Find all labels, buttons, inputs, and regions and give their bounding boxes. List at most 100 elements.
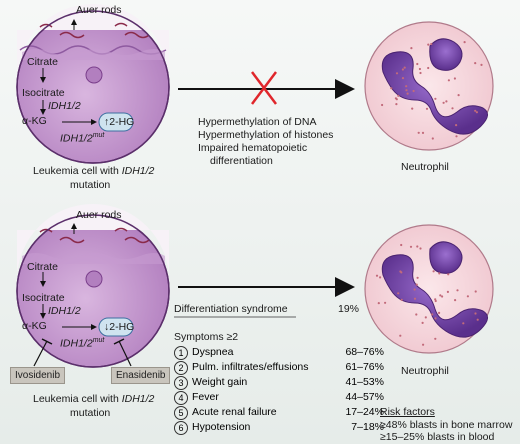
granule-dot [427, 43, 430, 46]
akg-label: α-KG [22, 320, 47, 332]
neutrophil-label-bottom: Neutrophil [401, 365, 449, 377]
granule-dot [400, 243, 403, 247]
granule-dot [431, 137, 434, 140]
granule-dot [421, 131, 425, 134]
granule-dot [375, 274, 379, 277]
granule-dot [416, 62, 419, 66]
granule-dot [390, 87, 393, 90]
granule-dot [447, 79, 450, 82]
granule-dot [457, 94, 460, 97]
neutrophil-bottom [364, 224, 494, 354]
top-cell-caption-line1: Leukemia cell with IDH1/2 [33, 165, 155, 177]
granule-dot [416, 276, 419, 279]
granule-dot [413, 288, 416, 291]
granule-dot [474, 290, 477, 293]
granule-dot [397, 94, 400, 97]
granule-dot [379, 276, 382, 279]
symptom-number: 3 [174, 376, 188, 390]
isocitrate-label: Isocitrate [22, 87, 65, 99]
granule-dot [466, 295, 469, 298]
granule-dot [421, 321, 424, 324]
granule-dot [439, 294, 442, 297]
granule-dot [409, 245, 413, 248]
akg-label: α-KG [22, 115, 47, 127]
top-cell-caption-line2: mutation [70, 179, 111, 191]
granule-dot [395, 72, 399, 75]
granule-dot [430, 42, 433, 46]
risk-factor-item: ≥15–25% blasts in blood [380, 431, 495, 443]
symptom-row: 4 Fever 44–57% [174, 391, 384, 405]
granule-dot [415, 313, 418, 316]
granule-dot [415, 283, 418, 286]
symptom-label: Weight gain [192, 376, 248, 388]
granule-dot [416, 245, 419, 248]
symptom-label: Hypotension [192, 421, 251, 433]
bottom-cell-caption-line1: Leukemia cell with IDH1/2 [33, 393, 155, 405]
granule-dot [455, 135, 458, 138]
granule-dot [453, 77, 456, 80]
granule-dot [474, 109, 477, 112]
granule-dot [418, 67, 421, 71]
symptom-pct: 7–18% [351, 421, 384, 433]
granule-dot [399, 270, 402, 273]
granule-dot [431, 313, 434, 316]
granule-dot [432, 270, 435, 273]
enasidenib-label: Enasidenib [111, 367, 171, 384]
granule-dot [446, 290, 449, 293]
symptom-row: 2 Pulm. infiltrates/effusions 61–76% [174, 361, 384, 375]
effect-item: Hypermethylation of DNA [198, 116, 317, 128]
granule-dot [447, 273, 450, 276]
granule-dot [405, 89, 408, 92]
effects-list: Hypermethylation of DNA Hypermethylation… [198, 116, 333, 168]
mutant-label: IDH1/2mut [60, 337, 105, 350]
granule-dot [395, 98, 398, 101]
granule-dot [427, 66, 430, 70]
symptom-label: Pulm. infiltrates/effusions [192, 361, 309, 373]
ivosidenib-label: Ivosidenib [10, 367, 66, 384]
granule-dot [400, 298, 403, 301]
granule-dot [476, 318, 479, 321]
symptom-label: Fever [192, 391, 219, 403]
granule-dot [412, 89, 415, 93]
citrate-label: Citrate [27, 261, 58, 273]
effect-item: differentiation [210, 155, 273, 167]
product-label: ↑2-HG [104, 116, 135, 128]
granule-dot [442, 101, 445, 104]
risk-factors-header: Risk factors [380, 406, 435, 418]
granule-dot [441, 295, 444, 298]
granule-dot [401, 68, 404, 71]
granule-dot [419, 71, 422, 75]
granule-dot [455, 124, 458, 127]
granule-dot [395, 103, 398, 106]
enzyme-label: IDH1/2 [48, 305, 81, 317]
symptom-label: Acute renal failure [192, 406, 277, 418]
granule-dot [413, 297, 417, 300]
symptom-label: Dyspnea [192, 346, 234, 358]
granule-dot [405, 85, 408, 88]
symptom-number: 1 [174, 346, 188, 360]
isocitrate-label: Isocitrate [22, 292, 65, 304]
granule-dot [403, 66, 406, 69]
symptom-row: 1 Dyspnea 68–76% [174, 346, 384, 360]
granules [375, 41, 483, 346]
auer-rods-label: Auer rods [76, 209, 122, 221]
granule-dot [434, 337, 437, 340]
granule-dot [377, 302, 380, 305]
neutrophil-label-top: Neutrophil [401, 161, 449, 173]
symptom-pct: 68–76% [345, 346, 384, 358]
granule-dot [434, 299, 437, 303]
mutant-label: IDH1/2mut [60, 132, 105, 145]
symptom-number: 5 [174, 406, 188, 420]
granule-dot [401, 77, 405, 80]
symptom-pct: 41–53% [345, 376, 384, 388]
granule-dot [451, 107, 454, 110]
symptom-pct: 17–24% [345, 406, 384, 418]
granule-dot [417, 131, 420, 134]
granule-dot [438, 311, 441, 314]
syndrome-pct: 19% [338, 303, 360, 315]
symptom-row: 5 Acute renal failure 17–24% [174, 406, 384, 420]
symptom-number: 4 [174, 391, 188, 405]
symptom-row: 3 Weight gain 41–53% [174, 376, 384, 390]
enzyme-label: IDH1/2 [48, 100, 81, 112]
